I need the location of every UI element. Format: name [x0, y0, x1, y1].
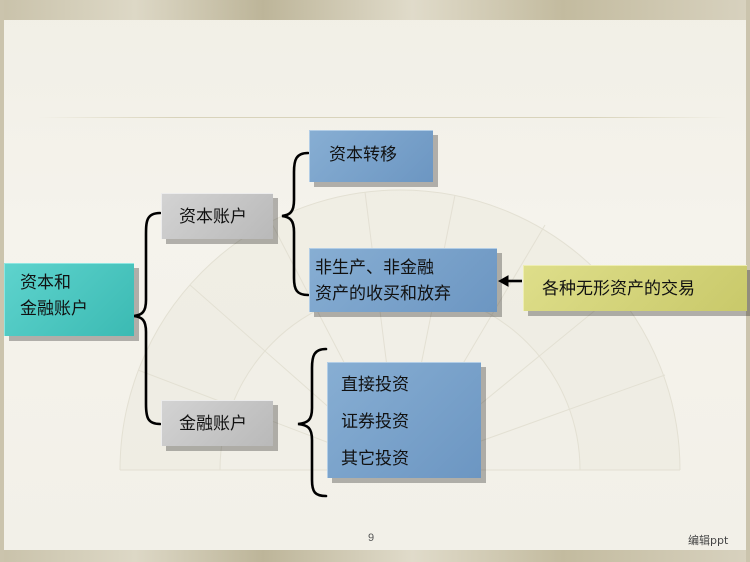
- left-border: [0, 0, 4, 562]
- investment-item-direct: 直接投资: [341, 375, 409, 395]
- bottom-border: [0, 550, 750, 562]
- arrow-intangible: [497, 275, 522, 287]
- capital-account-box: 资本账户: [161, 193, 273, 239]
- brace-financial: [297, 347, 328, 498]
- financial-account-box: 金融账户: [161, 400, 273, 446]
- intangible-assets-box: 各种无形资产的交易: [523, 265, 747, 311]
- root-label-line1: 资本和: [20, 273, 71, 293]
- investment-item-portfolio: 证券投资: [341, 412, 409, 432]
- nonproduced-label-line1: 非生产、非金融: [315, 258, 434, 278]
- investments-box: 直接投资 证券投资 其它投资: [327, 362, 481, 478]
- right-border: [746, 0, 750, 562]
- capital-transfer-box: 资本转移: [309, 130, 433, 182]
- capital-account-label: 资本账户: [179, 207, 247, 227]
- brace-capital: [281, 151, 310, 297]
- capital-transfer-label: 资本转移: [329, 145, 397, 165]
- page-number: 9: [368, 532, 375, 544]
- investment-item-other: 其它投资: [341, 449, 409, 469]
- root-label-line2: 金融账户: [20, 299, 88, 319]
- title-rule: [38, 117, 728, 118]
- intangible-label: 各种无形资产的交易: [542, 279, 695, 299]
- brace-root: [133, 211, 162, 426]
- footer-note: 编辑ppt: [688, 534, 729, 547]
- nonproduced-assets-box: 非生产、非金融 资产的收买和放弃: [309, 248, 497, 312]
- financial-account-label: 金融账户: [179, 414, 247, 434]
- top-border: [0, 0, 750, 20]
- nonproduced-label-line2: 资产的收买和放弃: [315, 284, 451, 304]
- capital-financial-account-box: 资本和 金融账户: [4, 263, 134, 336]
